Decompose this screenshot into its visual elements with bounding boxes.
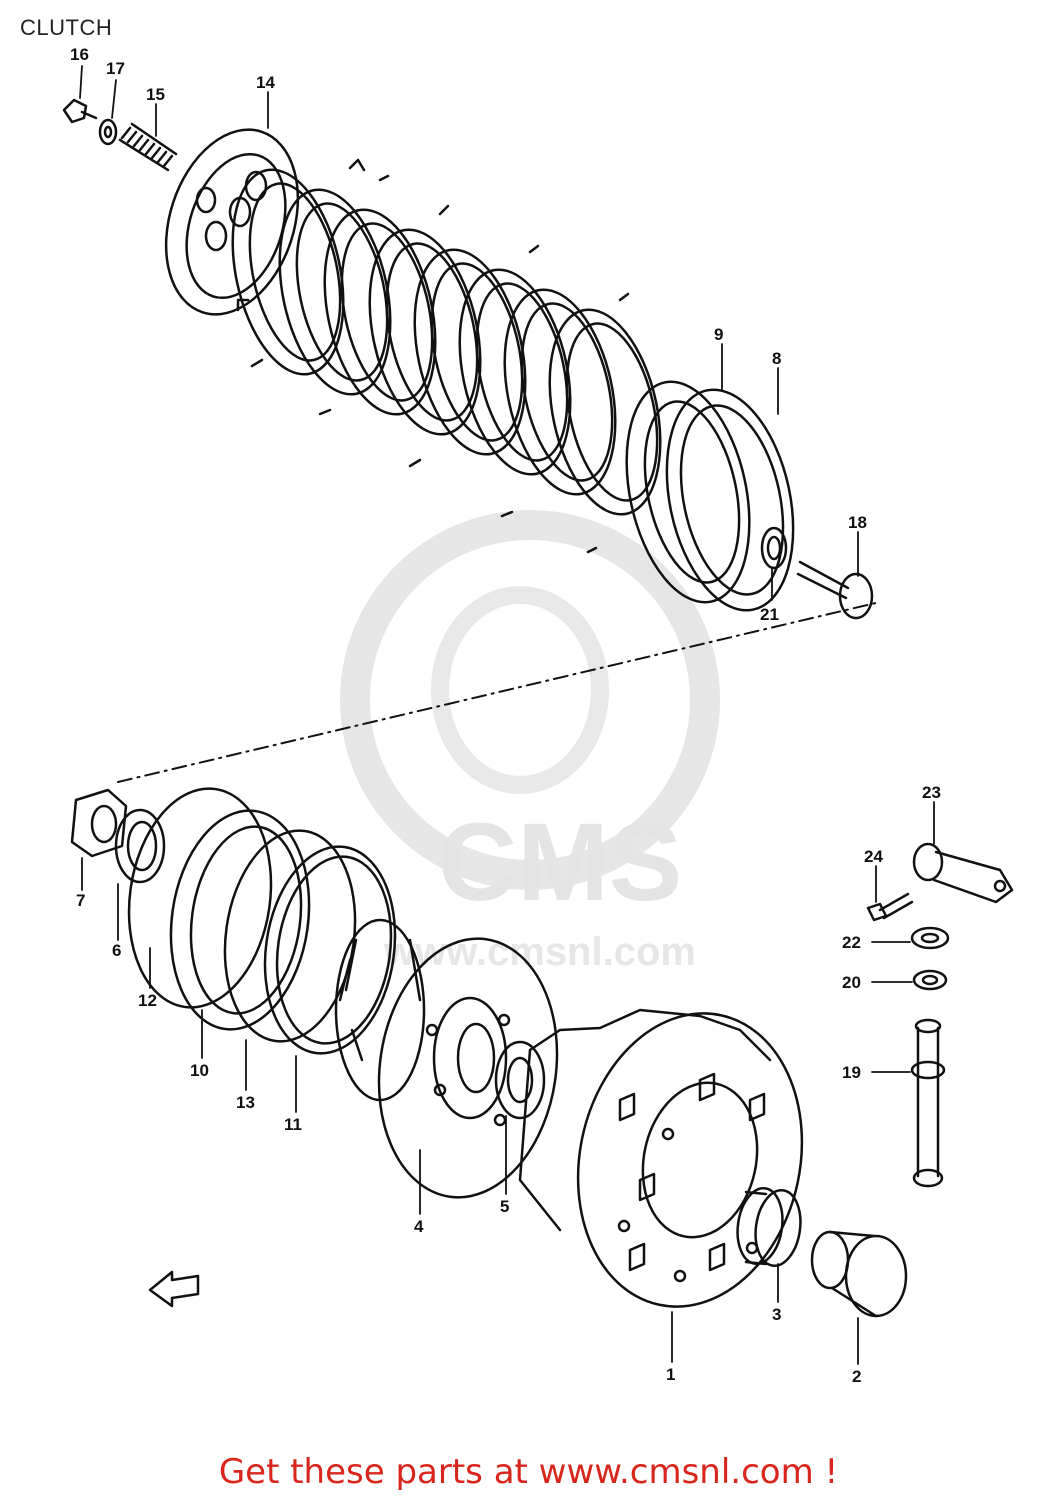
callout-7: 7 <box>76 891 85 910</box>
callout-12: 12 <box>138 991 157 1010</box>
callout-22: 22 <box>842 933 861 952</box>
part-19-release-shaft[interactable] <box>910 1018 946 1188</box>
part-12-wire-ring[interactable] <box>115 779 284 1016</box>
callout-24: 24 <box>864 847 883 866</box>
part-5-thrust-washer[interactable] <box>494 1040 546 1120</box>
callout-numbers: 16 17 15 14 9 8 18 21 7 6 12 10 13 11 4 … <box>70 45 941 1386</box>
part-1-clutch-housing[interactable] <box>518 992 828 1327</box>
callout-10: 10 <box>190 1061 209 1080</box>
part-3-needle-bearing[interactable] <box>733 1185 805 1268</box>
watermark-text: CMS <box>438 801 682 924</box>
callout-3: 3 <box>772 1305 781 1324</box>
part-15-spring[interactable] <box>118 122 178 172</box>
callout-9: 9 <box>714 325 723 344</box>
part-18-push-piece[interactable] <box>796 560 874 620</box>
callout-18: 18 <box>848 513 867 532</box>
diagram-title: CLUTCH <box>20 15 113 40</box>
callout-16: 16 <box>70 45 89 64</box>
part-7-nut[interactable] <box>70 788 128 858</box>
callout-23: 23 <box>922 783 941 802</box>
part-23-release-arm[interactable] <box>912 842 1014 904</box>
callout-5: 5 <box>500 1197 509 1216</box>
watermark: CMS www.cmsnl.com <box>340 510 720 974</box>
callout-15: 15 <box>146 85 165 104</box>
part-21-bearing[interactable] <box>760 526 788 570</box>
leader-lines <box>79 65 935 1365</box>
callout-19: 19 <box>842 1063 861 1082</box>
part-14-pressure-plate[interactable] <box>144 112 321 331</box>
part-13-plate[interactable] <box>212 822 368 1050</box>
callout-11: 11 <box>284 1115 302 1134</box>
callout-21: 21 <box>760 605 779 624</box>
part-8-plate[interactable] <box>648 378 812 622</box>
part-22-oil-seal[interactable] <box>910 926 950 950</box>
callout-1: 1 <box>666 1365 675 1384</box>
assembly-axis-line <box>117 601 881 783</box>
callout-13: 13 <box>236 1093 255 1112</box>
part-11-ring[interactable] <box>252 838 408 1062</box>
part-10-plate[interactable] <box>157 802 322 1039</box>
callout-2: 2 <box>852 1367 861 1386</box>
clutch-plate-stack[interactable] <box>216 158 678 554</box>
part-20-washer[interactable] <box>912 969 948 991</box>
part-2-spacer[interactable] <box>810 1230 908 1318</box>
callout-6: 6 <box>112 941 121 960</box>
callout-4: 4 <box>414 1217 424 1236</box>
callout-20: 20 <box>842 973 861 992</box>
part-24-bolt[interactable] <box>866 892 914 922</box>
part-4-primary-driven-gear[interactable] <box>334 918 573 1209</box>
part-16-bolt[interactable] <box>62 98 98 124</box>
part-6-lock-washer[interactable] <box>114 808 166 884</box>
parts-link-banner[interactable]: Get these parts at www.cmsnl.com ! <box>218 1452 839 1492</box>
callout-8: 8 <box>772 349 781 368</box>
front-arrow-icon <box>148 1270 200 1308</box>
callout-14: 14 <box>256 73 275 92</box>
part-17-washer[interactable] <box>98 118 118 146</box>
watermark-url: www.cmsnl.com <box>383 930 696 974</box>
callout-17: 17 <box>106 59 125 78</box>
part-9-drive-plate[interactable] <box>608 370 768 613</box>
